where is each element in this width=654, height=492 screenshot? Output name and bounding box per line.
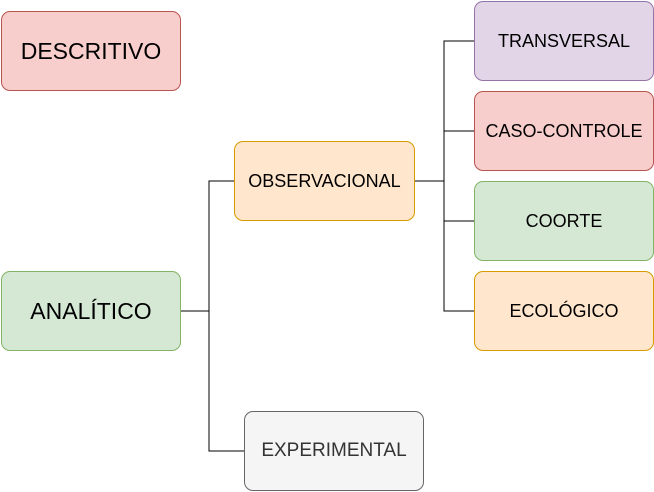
node-analitico-label: ANALÍTICO xyxy=(30,297,152,324)
node-observacional-label: OBSERVACIONAL xyxy=(248,170,401,191)
node-analitico[interactable]: ANALÍTICO xyxy=(1,271,181,351)
node-experimental[interactable]: EXPERIMENTAL xyxy=(244,411,424,491)
node-observacional[interactable]: OBSERVACIONAL xyxy=(234,141,415,221)
connector-observacional-transversal xyxy=(443,40,474,181)
connector-observacional-coorte xyxy=(443,181,474,222)
node-transversal-label: TRANSVERSAL xyxy=(497,30,631,51)
node-coorte[interactable]: COORTE xyxy=(474,181,654,261)
connector-analitico-experimental xyxy=(208,311,244,452)
connector-observacional-ecologico xyxy=(443,221,474,312)
node-descritivo[interactable]: DESCRITIVO xyxy=(1,11,181,91)
node-coorte-label: COORTE xyxy=(525,210,603,231)
node-transversal[interactable]: TRANSVERSAL xyxy=(474,1,654,81)
node-caso-controle[interactable]: CASO-CONTROLE xyxy=(474,91,654,171)
node-descritivo-label: DESCRITIVO xyxy=(20,37,162,64)
node-ecologico-label: ECOLÓGICO xyxy=(509,300,619,321)
node-experimental-label: EXPERIMENTAL xyxy=(261,440,407,461)
node-caso-controle-label: CASO-CONTROLE xyxy=(485,120,643,141)
connector-analitico-observacional xyxy=(181,180,234,312)
node-ecologico[interactable]: ECOLÓGICO xyxy=(474,271,654,351)
